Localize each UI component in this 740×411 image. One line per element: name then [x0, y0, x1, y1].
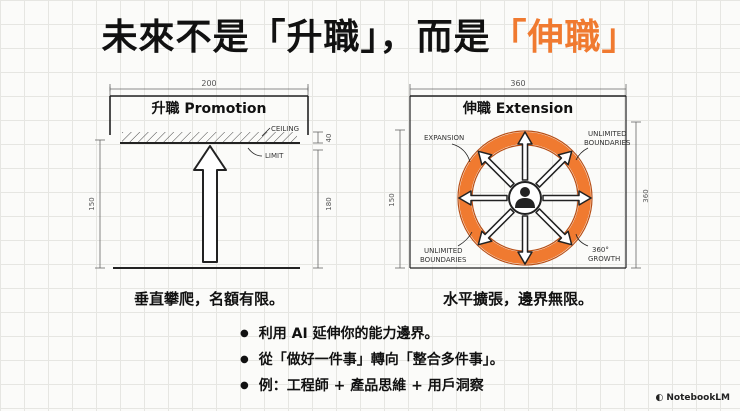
right-dim-right-label: 360	[642, 189, 650, 202]
left-dim-top	[109, 84, 309, 96]
unlimited-top-pointer	[575, 147, 589, 161]
ceiling-bar	[122, 132, 297, 143]
extension-caption: 水平擴張，邊界無限。	[442, 290, 593, 308]
limit-label: LIMIT	[265, 152, 284, 160]
growth-label-2: GROWTH	[588, 255, 620, 263]
expansion-label: EXPANSION	[424, 134, 464, 142]
radial-arrow-icon	[477, 150, 515, 188]
left-dim-side-label: 150	[88, 197, 96, 210]
person-icon	[515, 187, 535, 208]
unlimited-bottom-label-2: BOUNDARIES	[420, 256, 467, 264]
promotion-panel: 200 升職 Promotion CEILING LIMIT 40 180	[88, 79, 333, 269]
right-dim-side	[395, 121, 641, 269]
left-dim-ceiling-label: 40	[325, 134, 333, 143]
unlimited-top-label-2: BOUNDARIES	[584, 139, 631, 147]
promotion-caption: 垂直攀爬，名額有限。	[133, 290, 284, 308]
growth-pointer	[575, 233, 589, 247]
unlimited-top-label-1: UNLIMITED	[588, 130, 627, 138]
extension-heading: 伸職 Extension	[462, 100, 573, 117]
notebooklm-logo: ◐NotebookLM	[656, 393, 730, 403]
bullet-item: 利用 AI 延伸你的能力邊界。	[240, 322, 504, 348]
right-dim-side-label: 150	[388, 193, 396, 206]
logo-text: NotebookLM	[666, 393, 730, 403]
right-dim-top-label: 360	[510, 79, 525, 88]
limit-pointer	[247, 147, 263, 157]
bullet-item: 例：工程師 + 產品思維 + 用戶洞察	[240, 374, 504, 400]
radial-arrow-icon	[535, 208, 573, 246]
left-dim-side	[95, 139, 105, 269]
notebooklm-icon: ◐	[655, 393, 664, 403]
radial-arrow-icon	[535, 150, 573, 188]
right-dim-top	[409, 84, 627, 96]
up-arrow-icon	[193, 145, 227, 263]
left-dim-right	[313, 131, 323, 269]
left-dim-top-label: 200	[201, 79, 216, 88]
extension-panel: 360 伸職 Extension 150 360 E	[388, 79, 650, 269]
page-title: 未來不是「升職」，而是「伸職」	[0, 20, 740, 56]
radial-arrows	[458, 131, 592, 265]
unlimited-bottom-pointer	[457, 231, 473, 247]
ceiling-label: CEILING	[271, 125, 299, 133]
expansion-pointer	[451, 143, 471, 163]
radial-arrow-icon	[542, 190, 592, 206]
left-dim-right-label: 180	[325, 197, 333, 210]
ceiling-pointer	[261, 127, 271, 137]
ring-outer-edge	[457, 130, 593, 266]
bullet-list: 利用 AI 延伸你的能力邊界。 從「做好一件事」轉向「整合多件事」。 例：工程師…	[240, 322, 504, 400]
radial-arrow-icon	[517, 215, 533, 265]
title-prefix: 未來不是「升職」，而是	[101, 17, 491, 58]
radial-arrow-icon	[477, 208, 515, 246]
radial-arrow-icon	[458, 190, 508, 206]
unlimited-bottom-label-1: UNLIMITED	[424, 247, 463, 255]
radial-arrow-icon	[517, 131, 533, 181]
promotion-heading: 升職 Promotion	[152, 100, 267, 117]
bullet-item: 從「做好一件事」轉向「整合多件事」。	[240, 348, 504, 374]
growth-label-1: 360°	[592, 246, 609, 254]
title-accent: 「伸職」	[490, 17, 639, 58]
